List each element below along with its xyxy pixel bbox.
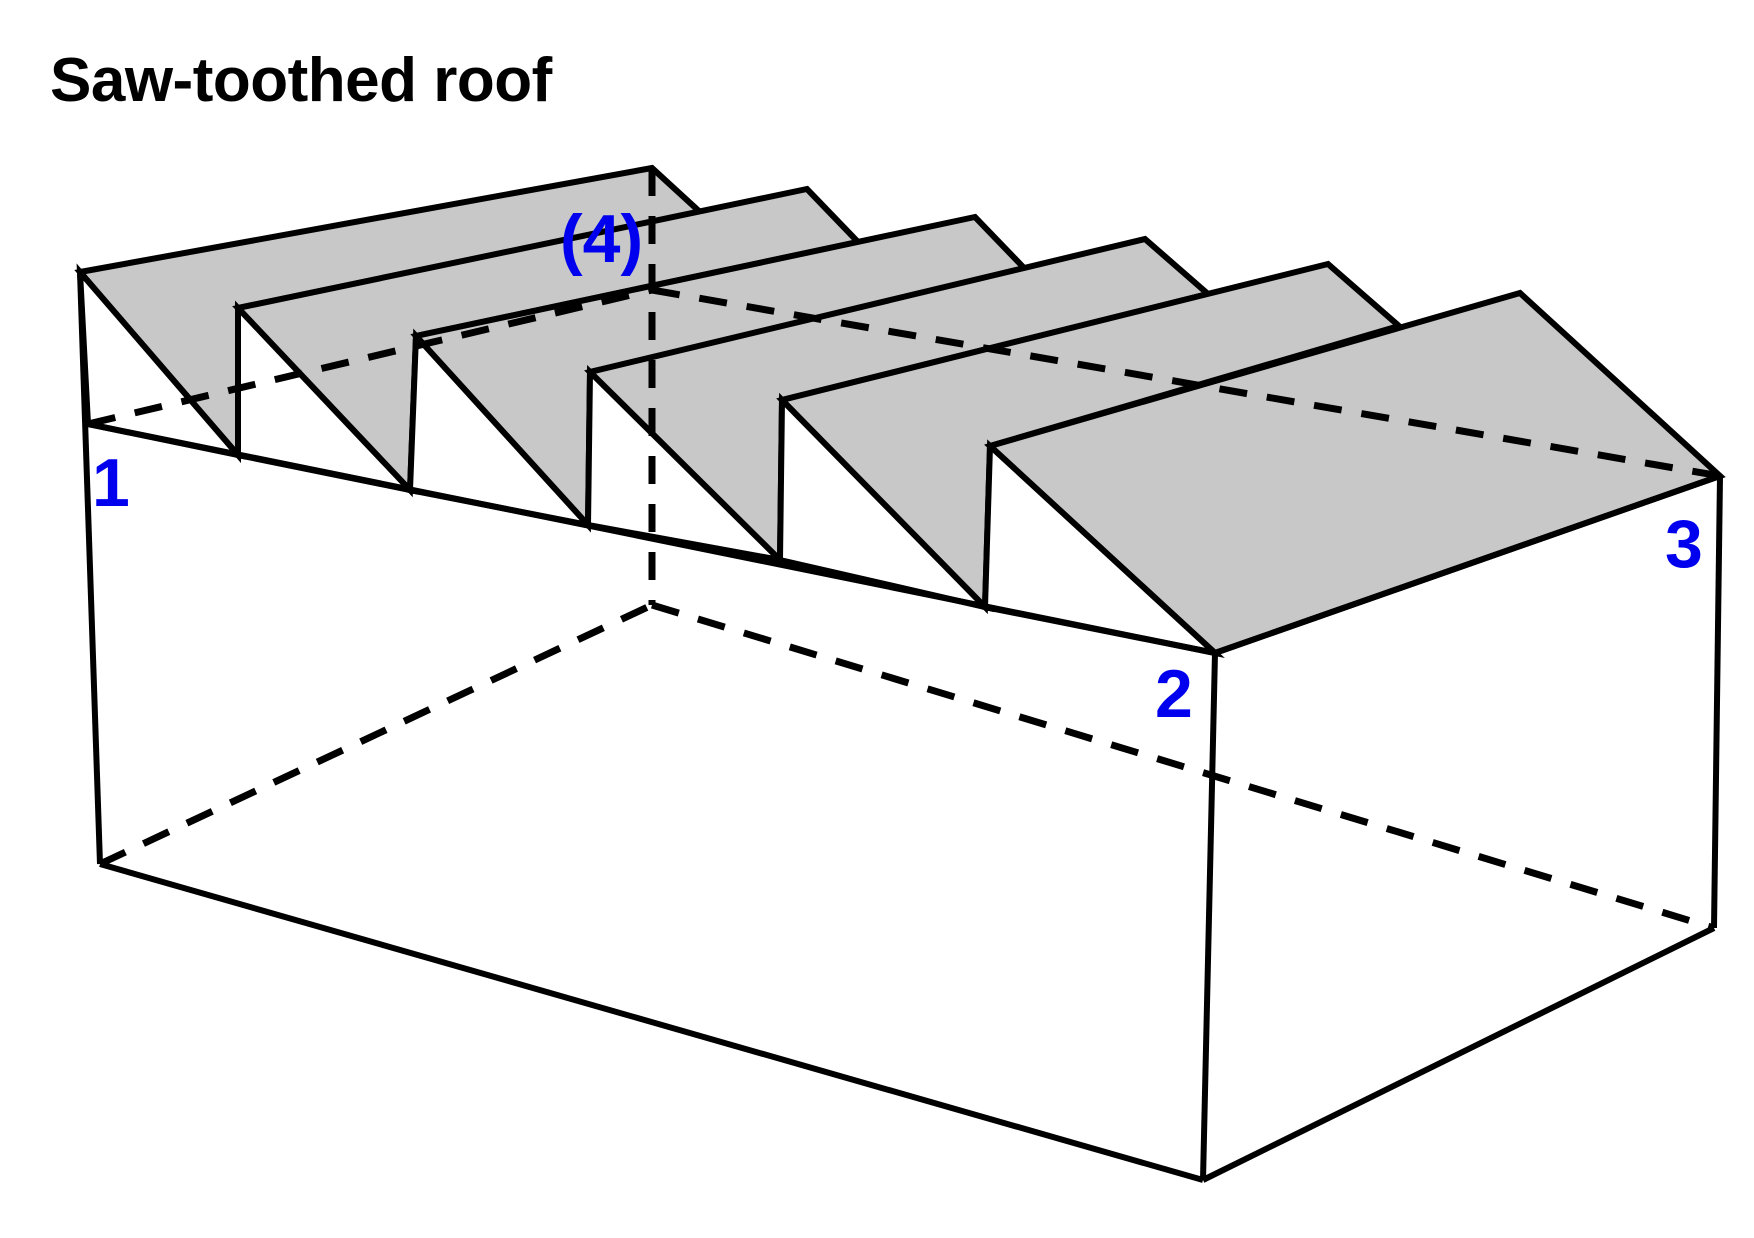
diagram-title: Saw-toothed roof xyxy=(50,46,552,115)
hidden-edge-bottom-back-left xyxy=(98,601,654,868)
edge-front-bottom xyxy=(99,861,1204,1183)
edge-front-left-vertical xyxy=(77,271,103,865)
corner-label-3: 3 xyxy=(1665,506,1703,582)
hidden-edge-bottom-back-right xyxy=(650,601,1716,932)
edge-side-top xyxy=(1214,473,1721,656)
edge-front-top xyxy=(87,421,1216,656)
corner-label-1: 1 xyxy=(92,445,130,521)
corner-label-4: (4) xyxy=(560,201,643,277)
corner-label-2: 2 xyxy=(1155,656,1193,732)
edge-side-bottom xyxy=(1201,925,1716,1183)
edge-corner-3-vertical xyxy=(1711,475,1723,929)
hidden-edge-top-back-right xyxy=(651,286,1721,480)
hidden-edges xyxy=(87,168,1721,932)
roof-teeth xyxy=(74,164,1726,659)
hidden-edge-top-back-left xyxy=(87,286,653,428)
visible-edges xyxy=(77,271,1723,1183)
edge-corner-2-vertical xyxy=(1200,652,1218,1181)
